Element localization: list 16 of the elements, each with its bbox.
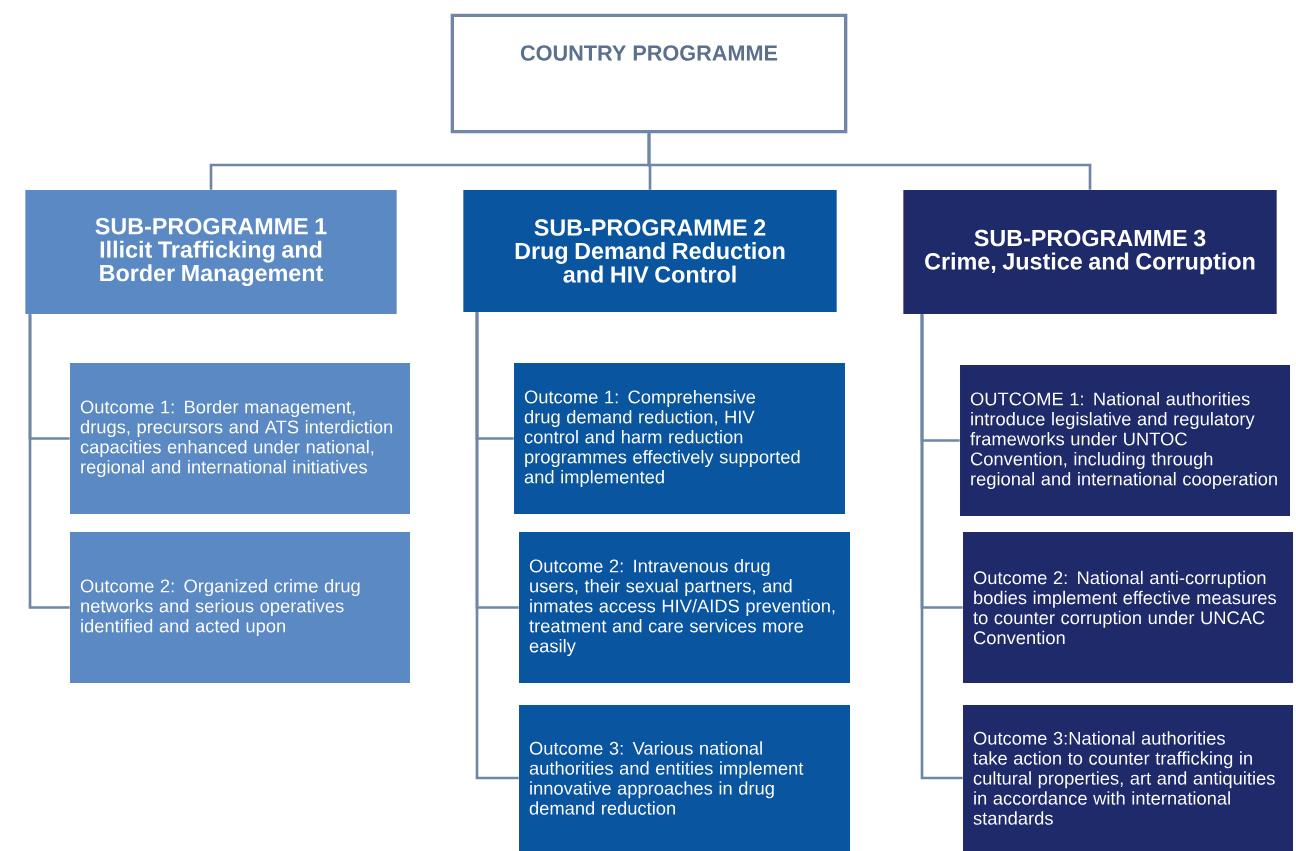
connector-line — [28, 314, 70, 609]
outcome-box: Outcome 1: Comprehensive drug demand reduction, HIV control and harm reduction programmes effectively supported and implemented — [514, 363, 845, 514]
outcome-box: Outcome 2: Intravenous drug users, their sexual partners, and inmates access HIV/AIDS prevention, treatment and care services more easily — [519, 532, 850, 683]
programme-box: COUNTRY PROGRAMME — [450, 13, 848, 134]
outcome-box: Outcome 2: Organized crime drug networks and serious operatives identified and acted upon — [70, 532, 410, 683]
outcome-box: Outcome 1: Border management, drugs, precursors and ATS interdiction capacities enhanced under national, regional and international initiatives — [70, 363, 410, 514]
outcome-box: Outcome 3: Various national authorities and entities implement innovative approaches in drug demand reduction — [519, 705, 850, 851]
outcome-box: Outcome 3:National authorities take action to counter trafficking in cultural properties, art and antiquities in accordance with international standards — [963, 705, 1293, 851]
outcome-box: Outcome 2: National anti-corruption bodies implement effective measures to counter corruption under UNCAC Convention — [963, 532, 1293, 683]
sub-programme-box: SUB-PROGRAMME 3 Crime, Justice and Corruption — [903, 190, 1277, 314]
outcome-box: OUTCOME 1: National authorities introduce legislative and regulatory frameworks under UNTOC Convention, including through regional and international cooperation — [960, 365, 1290, 516]
connector-line — [475, 312, 519, 780]
connector-line — [920, 314, 963, 780]
sub-programme-box: SUB-PROGRAMME 2 Drug Demand Reduction and HIV Control — [463, 190, 837, 312]
sub-programme-box: SUB-PROGRAMME 1 Illicit Trafficking and Border Management — [25, 190, 397, 314]
connector-line — [647, 133, 1092, 190]
